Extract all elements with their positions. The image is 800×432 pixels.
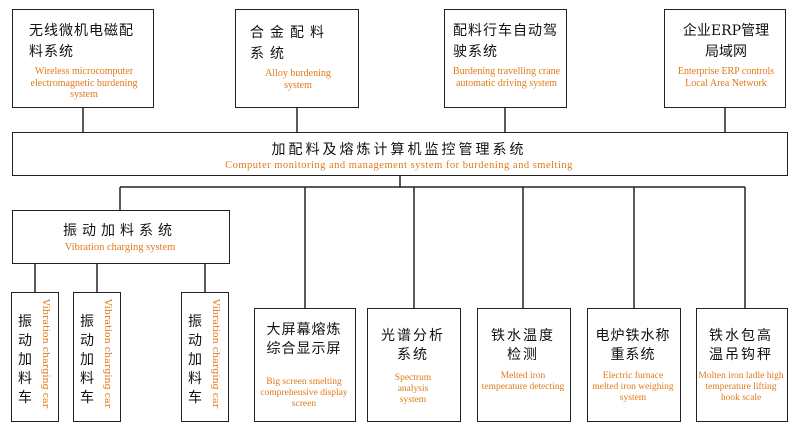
vibration-car-label-en: Vibration charging car <box>102 299 113 409</box>
vibration-system-box: 振动加料系统 Vibration charging system <box>12 210 230 264</box>
system-box-spectrum: 光谱分析系统 Spectrum analysis system <box>367 308 461 422</box>
system-box-temperature: 铁水温度检测 Melted iron temperature detecting <box>477 308 571 422</box>
system-label-zh: 铁水包高温吊钩秤 <box>709 328 773 363</box>
system-box-crane-driving: 配料行车自动驾驶系统 Burdening travelling crane au… <box>444 9 567 108</box>
central-system-label-zh: 加配料及熔炼计算机监控管理系统 <box>271 142 527 158</box>
vibration-system-label-zh: 振动加料系统 <box>63 223 177 239</box>
system-label-en: Melted iron temperature detecting <box>481 371 565 392</box>
system-label-en: Molten iron ladle high temperature lifti… <box>698 371 784 403</box>
system-label-en: Big screen smelting comprehensive displa… <box>260 377 348 409</box>
vibration-car-label-en: Vibration charging car <box>210 299 221 409</box>
vibration-car-label-zh: 振动加料车 <box>18 314 32 406</box>
system-label-en: Alloy burdening system <box>265 68 331 91</box>
vibration-car-label-zh: 振动加料车 <box>188 314 202 406</box>
system-box-wireless-burdening: 无线微机电磁配料系统 Wireless microcomputer electr… <box>12 9 154 108</box>
system-label-zh: 企业ERP管理局域网 <box>682 23 770 60</box>
system-label-en: Burdening travelling crane automatic dri… <box>452 66 561 89</box>
system-box-weighing: 电炉铁水称重系统 Electric furnace melted iron we… <box>587 308 681 422</box>
system-label-zh: 大屏幕熔炼综合显示屏 <box>266 322 342 357</box>
vibration-car-box-2: 振动加料车 Vibration charging car <box>73 292 121 422</box>
vibration-car-label-en: Vibration charging car <box>40 299 51 409</box>
system-label-zh: 无线微机电磁配料系统 <box>29 23 134 60</box>
vibration-car-label-zh: 振动加料车 <box>80 314 94 406</box>
system-box-big-screen: 大屏幕熔炼综合显示屏 Big screen smelting comprehen… <box>254 308 356 422</box>
central-system-box: 加配料及熔炼计算机监控管理系统 Computer monitoring and … <box>12 132 788 176</box>
vibration-system-label-en: Vibration charging system <box>64 242 176 253</box>
system-box-hook-scale: 铁水包高温吊钩秤 Molten iron ladle high temperat… <box>696 308 788 422</box>
system-label-en: Electric furnace melted iron weighing sy… <box>592 371 674 403</box>
system-box-erp-lan: 企业ERP管理局域网 Enterprise ERP controls Local… <box>664 9 786 108</box>
system-label-en: Wireless microcomputer electromagnetic b… <box>30 66 138 100</box>
system-label-zh: 配料行车自动驾驶系统 <box>453 23 558 60</box>
system-label-zh: 铁水温度检测 <box>491 328 555 363</box>
system-label-en: Spectrum analysis system <box>394 373 432 405</box>
system-label-en: Enterprise ERP controls Local Area Netwo… <box>677 66 775 89</box>
system-box-alloy-burdening: 合金配料系统 Alloy burdening system <box>235 9 359 108</box>
system-label-zh: 光谱分析系统 <box>381 328 445 363</box>
system-label-zh: 电炉铁水称重系统 <box>595 328 671 363</box>
central-system-label-en: Computer monitoring and management syste… <box>225 160 573 171</box>
system-label-zh: 合金配料系统 <box>250 25 330 62</box>
vibration-car-box-1: 振动加料车 Vibration charging car <box>11 292 59 422</box>
vibration-car-box-3: 振动加料车 Vibration charging car <box>181 292 229 422</box>
